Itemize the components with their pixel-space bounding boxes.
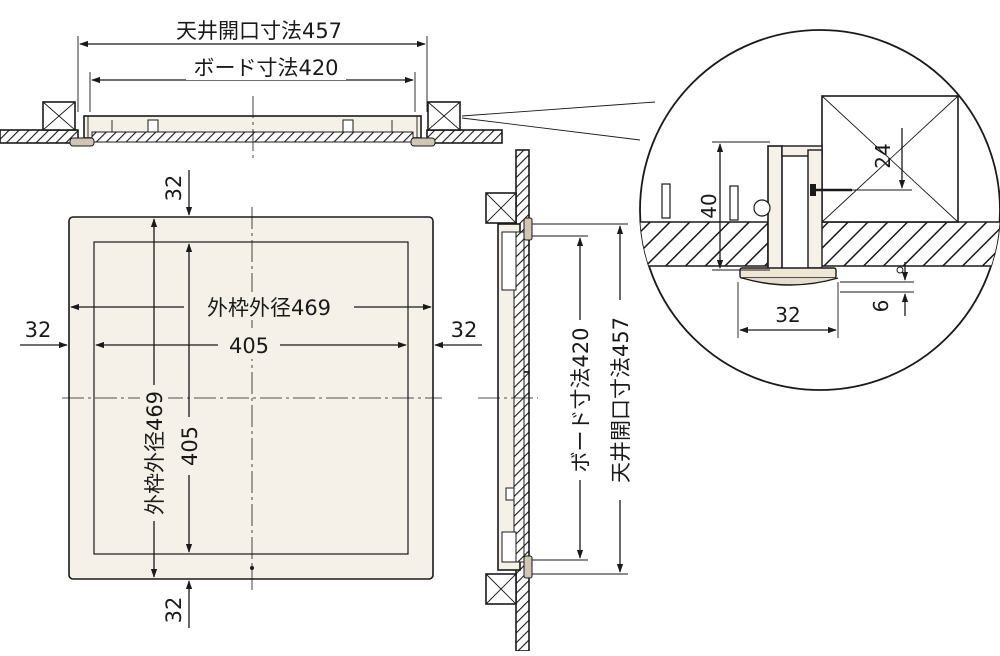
side-elevation-view: ボード寸法420 天井開口寸法457 bbox=[478, 149, 634, 652]
label-backdrop bbox=[140, 385, 168, 521]
detail-contents bbox=[640, 95, 1000, 286]
detail-frame-outer bbox=[807, 149, 823, 269]
outer-frame-height-label: 外枠外径469 bbox=[143, 391, 167, 515]
detail-joist bbox=[821, 95, 959, 223]
label-backdrop bbox=[218, 331, 280, 359]
label-backdrop bbox=[566, 320, 594, 480]
side-latch bbox=[505, 487, 515, 501]
detail-bracket bbox=[729, 185, 739, 221]
inner-height-label: 405 bbox=[178, 426, 202, 466]
label-backdrop bbox=[184, 292, 354, 320]
frame-flange-left bbox=[69, 137, 95, 147]
top-elevation-view: 天井開口寸法457 ボード寸法420 bbox=[0, 14, 503, 160]
ceiling-opening-label-top: 天井開口寸法457 bbox=[176, 19, 342, 43]
ceiling-opening-label-side: 天井開口寸法457 bbox=[609, 317, 633, 483]
detail-6-label: 6 bbox=[869, 300, 893, 313]
detail-fastener bbox=[753, 199, 771, 217]
ceiling-board-left bbox=[0, 129, 79, 144]
latch-bracket-left bbox=[147, 119, 159, 133]
outer-frame-width-label: 外枠外径469 bbox=[207, 296, 331, 320]
detail-24-label: 24 bbox=[871, 143, 895, 168]
side-hinge-top bbox=[501, 231, 517, 291]
detail-ceiling-board-left bbox=[640, 221, 769, 267]
callout-leader-lower bbox=[461, 117, 641, 141]
label-backdrop bbox=[606, 300, 634, 500]
side-joist-bottom bbox=[485, 573, 517, 605]
detail-ceiling-board-right bbox=[819, 221, 1000, 267]
side-flange-bottom bbox=[523, 555, 533, 579]
label-backdrop bbox=[175, 417, 203, 475]
side-hinge-bottom bbox=[501, 531, 517, 563]
label-backdrop bbox=[186, 52, 346, 80]
detail-frame-lip bbox=[739, 267, 837, 279]
detail-gasket bbox=[741, 277, 839, 286]
side-hatch-board bbox=[513, 231, 525, 563]
top-margin-label: 32 bbox=[162, 175, 186, 202]
hatch-board-section bbox=[91, 131, 414, 143]
board-size-label-top: ボード寸法420 bbox=[193, 56, 338, 80]
detail-32-label: 32 bbox=[775, 303, 800, 327]
joist-right bbox=[427, 101, 461, 131]
inner-width-label: 405 bbox=[229, 334, 269, 358]
detail-bracket bbox=[661, 183, 671, 219]
detail-40-label: 40 bbox=[697, 193, 721, 218]
frame-flange-right bbox=[410, 137, 436, 147]
plan-view: 外枠外径469 405 32 32 外枠外径469 405 32 32 bbox=[20, 170, 482, 628]
key-hole bbox=[250, 566, 254, 570]
callout-leader-upper bbox=[461, 101, 656, 117]
side-joist-top bbox=[485, 192, 517, 224]
ceiling-board-right bbox=[426, 129, 503, 144]
side-flange-top bbox=[523, 217, 533, 241]
right-margin-label: 32 bbox=[451, 318, 478, 342]
label-backdrop bbox=[168, 14, 350, 42]
bottom-margin-label: 32 bbox=[162, 597, 186, 624]
latch-bracket-right bbox=[342, 119, 354, 133]
detail-callout: 40 32 24 6 bbox=[461, 29, 1000, 391]
board-size-label-side: ボード寸法420 bbox=[569, 327, 593, 472]
joist-left bbox=[42, 101, 76, 131]
left-margin-label: 32 bbox=[25, 318, 52, 342]
